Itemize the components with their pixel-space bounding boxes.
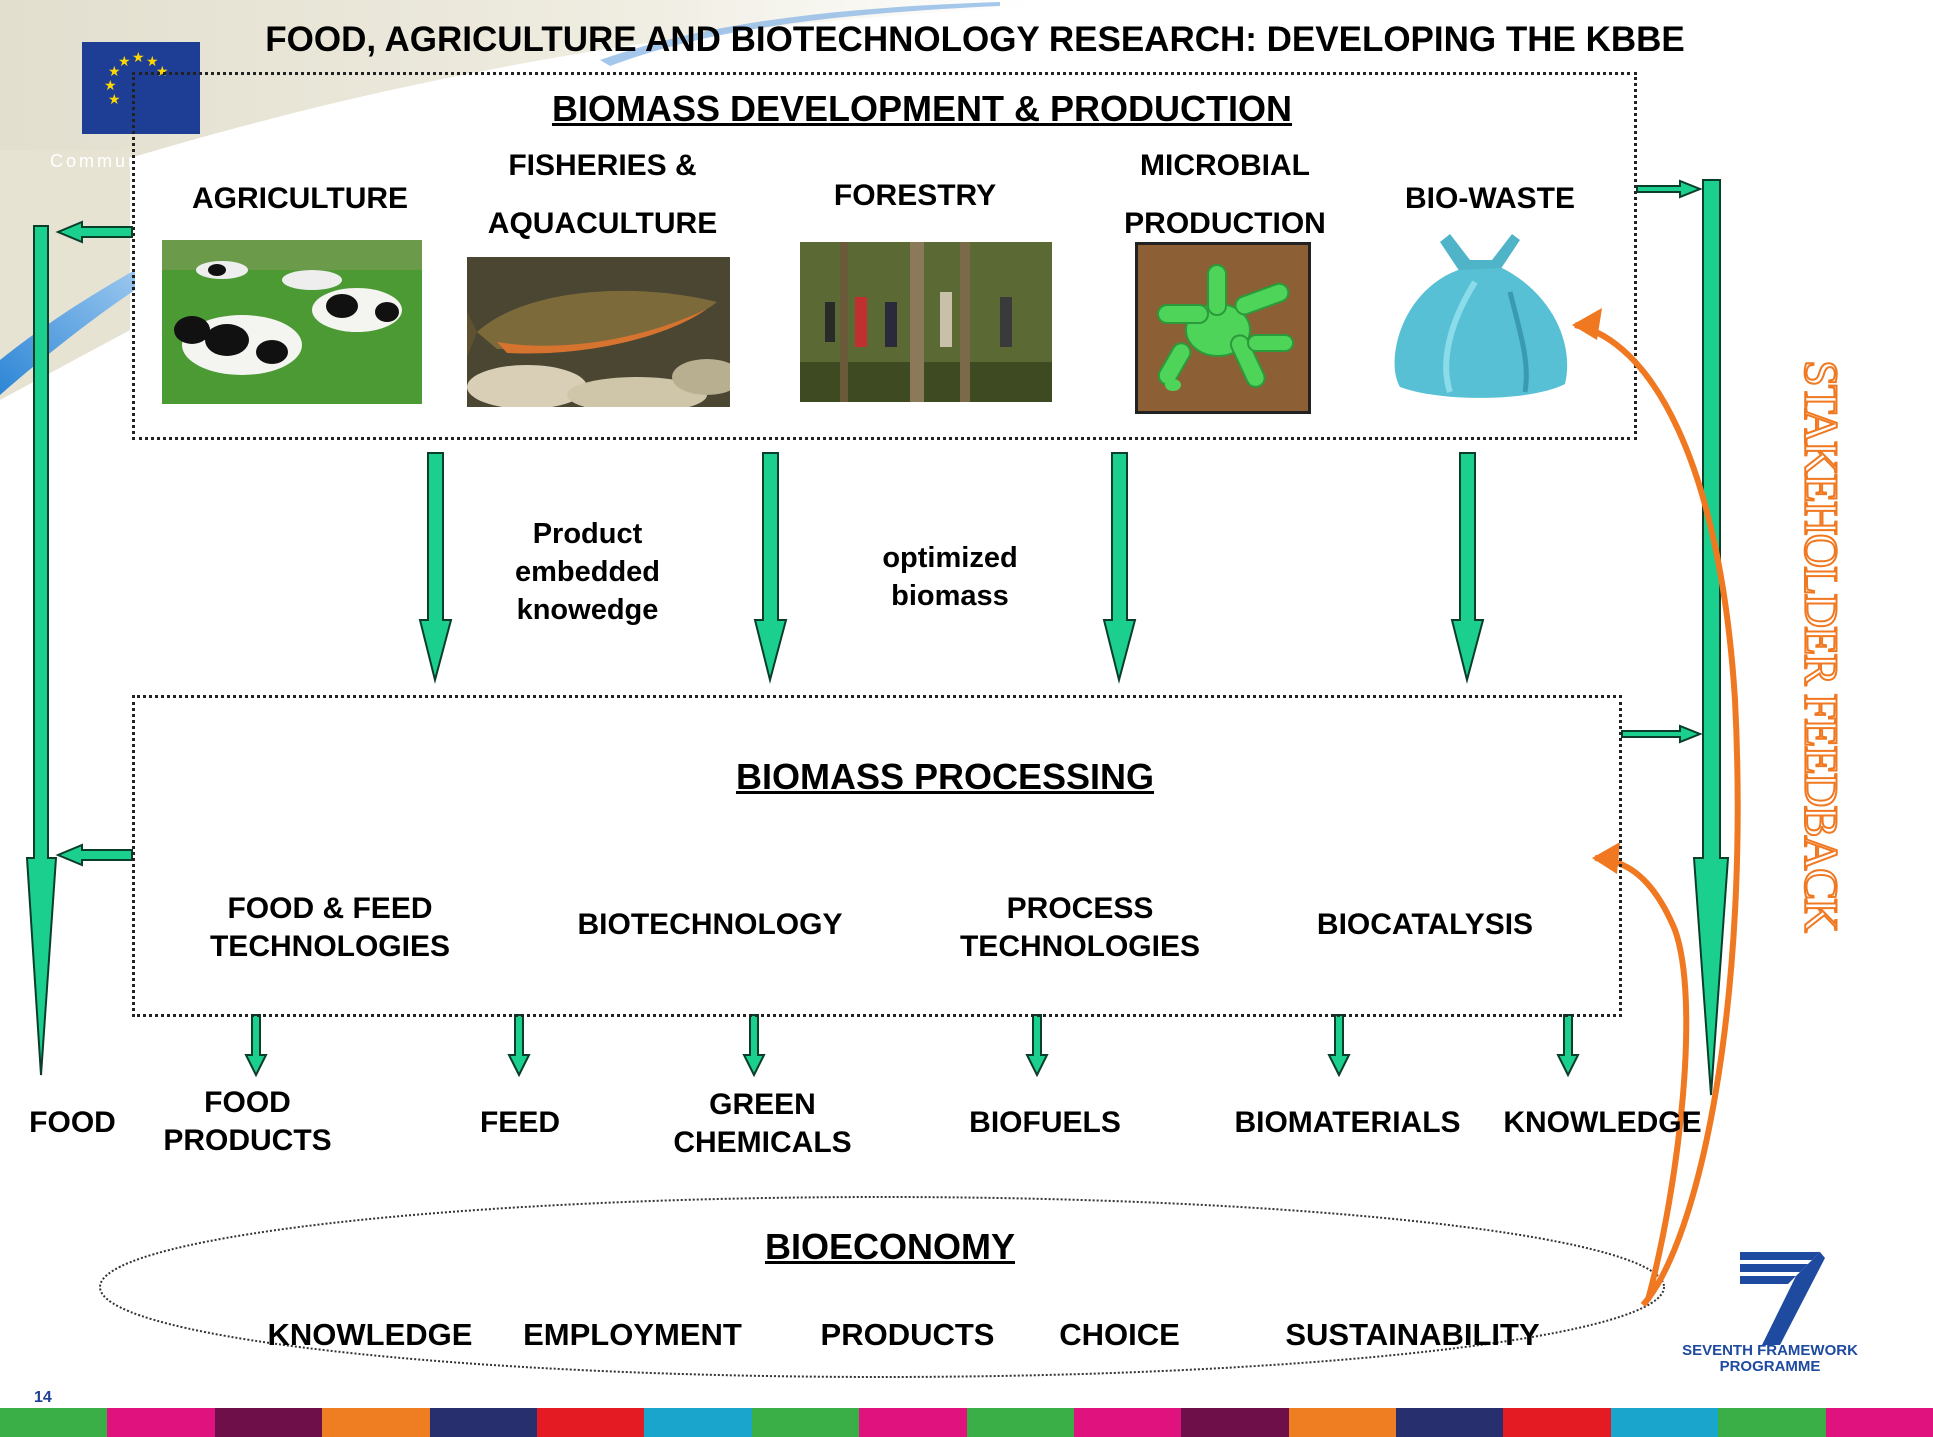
waste-bag-photo	[1380, 222, 1580, 402]
flow-label-product-line1: Product	[532, 518, 643, 550]
output-knowledge: KNOWLEDGE	[1503, 1106, 1702, 1139]
fp7-logo-line2: PROGRAMME	[1719, 1358, 1821, 1375]
footer-bar-segment	[1288, 1408, 1397, 1437]
sector-forestry: FORESTRY	[833, 179, 997, 212]
stakeholder-feedback-label: STAKEHOLDER FEEDBACK	[1793, 359, 1848, 932]
fp7-logo: SEVENTH FRAMEWORK PROGRAMME	[1680, 1250, 1860, 1375]
tech-biocatalysis: BIOCATALYSIS	[1316, 908, 1534, 941]
sector-fisheries-line1: FISHERIES &	[508, 149, 697, 182]
forest-workers-photo	[800, 242, 1052, 402]
output-food: FOOD	[29, 1106, 116, 1139]
bioeconomy-item-choice: CHOICE	[1059, 1317, 1180, 1352]
bioeconomy-item-knowledge: KNOWLEDGE	[267, 1317, 473, 1352]
footer-bar-segment	[644, 1408, 752, 1437]
footer-color-bar	[0, 1408, 1933, 1437]
footer-bar-segment	[0, 1408, 108, 1437]
footer-bar-segment	[1181, 1408, 1289, 1437]
flow-label-optimized-line2: biomass	[891, 580, 1009, 612]
bioeconomy-item-sustainability: SUSTAINABILITY	[1285, 1317, 1540, 1352]
fp7-logo-line1: SEVENTH FRAMEWORK	[1682, 1342, 1858, 1359]
svg-text:★: ★	[146, 54, 159, 70]
output-biofuels: BIOFUELS	[969, 1106, 1121, 1139]
trout-photo	[467, 257, 730, 407]
flow-label-optimized-line1: optimized	[882, 542, 1018, 574]
footer-bar-segment	[1825, 1408, 1933, 1437]
svg-text:★: ★	[132, 50, 145, 66]
footer-bar-segment	[1396, 1408, 1504, 1437]
svg-text:★: ★	[108, 92, 121, 108]
footer-bar-segment	[1503, 1408, 1611, 1437]
microbe-photo	[1135, 242, 1311, 414]
footer-bar-segment	[214, 1408, 323, 1437]
svg-text:★: ★	[108, 64, 121, 80]
tech-process-line1: PROCESS	[1006, 892, 1154, 925]
biomass-processing-box	[132, 695, 1622, 1017]
output-green-chemicals-line1: GREEN	[709, 1088, 816, 1121]
footer-bar-segment	[107, 1408, 215, 1437]
svg-text:★: ★	[118, 54, 131, 70]
tech-food-feed-line2: TECHNOLOGIES	[209, 930, 450, 963]
output-food-products-line1: FOOD	[204, 1086, 291, 1119]
flow-label-product-line3: knowedge	[516, 594, 659, 626]
page-number: 14	[34, 1389, 52, 1406]
flow-label-product-line2: embedded	[514, 556, 661, 588]
biomass-processing-heading: BIOMASS PROCESSING	[735, 756, 1155, 797]
sector-agriculture: AGRICULTURE	[191, 182, 409, 215]
tech-biotechnology: BIOTECHNOLOGY	[577, 908, 843, 941]
footer-bar-segment	[966, 1408, 1074, 1437]
cows-photo	[162, 240, 422, 404]
footer-bar-segment	[1073, 1408, 1182, 1437]
footer-bar-segment	[1718, 1408, 1826, 1437]
sector-microbial-line1: MICROBIAL	[1140, 149, 1310, 182]
bioeconomy-heading: BIOECONOMY	[764, 1226, 1015, 1267]
output-food-products-line2: PRODUCTS	[163, 1124, 332, 1157]
footer-bar-segment	[536, 1408, 645, 1437]
footer-bar-segment	[322, 1408, 430, 1437]
biomass-development-heading: BIOMASS DEVELOPMENT & PRODUCTION	[551, 88, 1293, 129]
biomass-development-box	[132, 72, 1637, 440]
community-text: Commun	[50, 151, 142, 171]
page-title: FOOD, AGRICULTURE AND BIOTECHNOLOGY RESE…	[265, 20, 1685, 59]
bioeconomy-item-products: PRODUCTS	[820, 1317, 995, 1352]
output-feed: FEED	[479, 1106, 560, 1139]
tech-food-feed-line1: FOOD & FEED	[227, 892, 433, 925]
eu-flag-logo: ★★★ ★★★ ★	[82, 42, 200, 134]
bioeconomy-item-employment: EMPLOYMENT	[523, 1317, 742, 1352]
footer-bar-segment	[751, 1408, 860, 1437]
sector-bio-waste: BIO-WASTE	[1405, 182, 1575, 215]
footer-bar-segment	[429, 1408, 537, 1437]
sector-fisheries-line2: AQUACULTURE	[487, 207, 718, 240]
tech-process-line2: TECHNOLOGIES	[959, 930, 1200, 963]
footer-bar-segment	[1610, 1408, 1719, 1437]
output-biomaterials: BIOMATERIALS	[1234, 1106, 1461, 1139]
output-green-chemicals-line2: CHEMICALS	[673, 1126, 852, 1159]
sector-microbial-line2: PRODUCTION	[1124, 207, 1326, 240]
footer-bar-segment	[859, 1408, 967, 1437]
svg-text:★: ★	[104, 78, 117, 94]
